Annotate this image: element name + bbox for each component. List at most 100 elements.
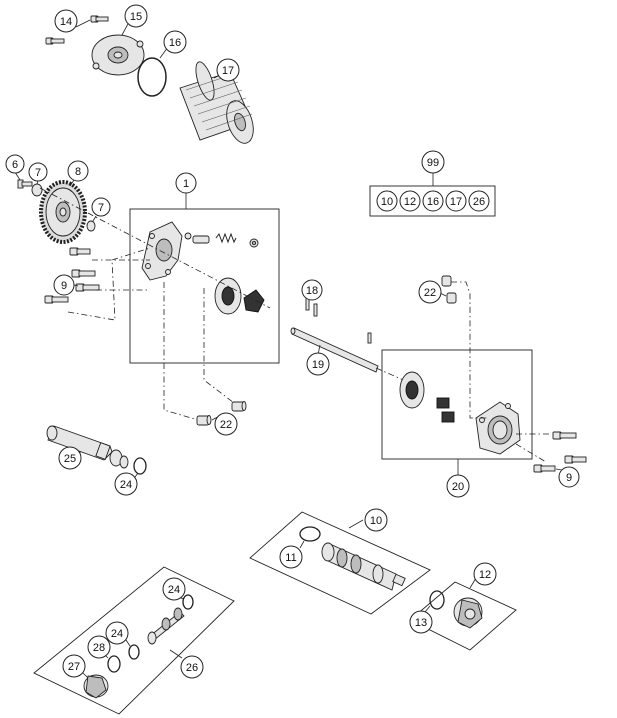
callout-9a: 9: [53, 274, 75, 296]
callout-24a: 24: [114, 472, 138, 496]
valve-25-group: [46, 425, 147, 478]
pin-18c: [367, 332, 372, 344]
svg-text:27: 27: [68, 661, 80, 673]
o-ring-16: [137, 57, 167, 97]
plate-26-group: [33, 566, 235, 715]
oil-filter-17: [179, 61, 254, 144]
svg-text:16: 16: [169, 37, 181, 49]
callout-24c: 24: [105, 621, 129, 645]
svg-text:10: 10: [381, 196, 393, 208]
svg-text:24: 24: [111, 628, 123, 640]
svg-text:7: 7: [98, 202, 104, 214]
filter-cover-15: [91, 34, 145, 76]
callout-9b: 9: [558, 466, 580, 488]
callout-99: 99: [421, 150, 445, 174]
oil-filter-group: [45, 15, 254, 144]
callout-24b: 24: [162, 577, 186, 601]
callout-17: 17: [216, 58, 240, 82]
bolts-9-left: [44, 247, 100, 304]
pump-housing-group: [39, 187, 280, 364]
svg-text:9: 9: [566, 472, 572, 484]
callout-6: 6: [5, 154, 25, 174]
svg-text:13: 13: [415, 617, 427, 629]
screw-6: [17, 179, 33, 189]
callout-8: 8: [67, 160, 89, 182]
svg-text:12: 12: [404, 196, 416, 208]
washer-7a: [31, 183, 43, 197]
svg-text:24: 24: [120, 479, 132, 491]
svg-text:11: 11: [285, 552, 296, 564]
plug-27: [83, 674, 109, 699]
kit-99-item-17: 17: [445, 190, 467, 212]
dowel-pins-22-lower: [163, 282, 247, 426]
svg-text:6: 6: [12, 159, 18, 171]
svg-text:8: 8: [75, 166, 81, 178]
frame-20: [381, 349, 533, 460]
svg-text:12: 12: [479, 569, 491, 581]
callout-16: 16: [163, 30, 187, 54]
o-ring-13: [429, 590, 445, 610]
plate-26-frame: [33, 566, 235, 715]
callout-22a: 22: [418, 280, 442, 304]
svg-text:10: 10: [370, 515, 382, 527]
o-ring-11: [299, 526, 321, 542]
bolt-14a: [90, 15, 109, 23]
svg-text:16: 16: [427, 196, 439, 208]
plate-10-frame: [249, 511, 431, 615]
pump-rotor: [214, 277, 265, 315]
pump-cover-group: [381, 275, 587, 476]
pump-shaft-19: [291, 327, 379, 373]
callout-25: 25: [58, 446, 82, 470]
pump-cover-part: [475, 401, 521, 455]
o-ring-24c: [128, 644, 140, 660]
svg-text:26: 26: [473, 196, 485, 208]
valve-cartridge-10: [321, 542, 406, 591]
callout-19: 19: [306, 352, 330, 376]
kit-99-item-16: 16: [422, 190, 444, 212]
kit-99-item-10: 10: [376, 190, 398, 212]
callout-10: 10: [364, 508, 388, 532]
kit-99-item-12: 12: [399, 190, 421, 212]
svg-text:17: 17: [450, 196, 462, 208]
valve-piston-26: [147, 607, 185, 645]
callout-18: 18: [301, 279, 323, 301]
callout-11: 11: [279, 545, 303, 569]
callout-7b: 7: [91, 197, 111, 217]
o-ring-28: [107, 655, 121, 673]
svg-text:1: 1: [183, 178, 189, 190]
svg-text:9: 9: [61, 280, 67, 292]
callouts: 1 6 7 7 8 9 9 10 11 12 13 14 15 16 17 18…: [5, 4, 580, 679]
callout-22b: 22: [214, 412, 238, 436]
callout-13: 13: [409, 610, 433, 634]
svg-text:22: 22: [220, 419, 232, 431]
svg-text:14: 14: [60, 16, 72, 28]
svg-text:20: 20: [452, 481, 464, 493]
bolt-14b: [45, 37, 65, 45]
svg-text:24: 24: [168, 584, 180, 596]
callout-14: 14: [54, 9, 78, 33]
oil-pump-gear-8: [39, 180, 87, 244]
svg-text:25: 25: [64, 453, 76, 465]
svg-text:18: 18: [306, 285, 318, 297]
plate-12-frame: [409, 581, 517, 651]
pin-18b: [313, 303, 318, 317]
callout-27: 27: [62, 654, 86, 678]
o-ring-24a: [133, 457, 147, 475]
plate-12-group: [409, 577, 517, 651]
callout-26: 26: [180, 655, 204, 679]
callout-28: 28: [87, 635, 111, 659]
callout-20: 20: [446, 474, 470, 498]
plug-12: [453, 597, 483, 629]
washer-7b: [86, 220, 96, 232]
svg-text:22: 22: [424, 287, 436, 299]
callout-7a: 7: [28, 162, 48, 182]
svg-text:99: 99: [427, 157, 439, 169]
callout-15: 15: [124, 4, 148, 28]
callout-1: 1: [175, 172, 197, 194]
svg-text:19: 19: [312, 359, 324, 371]
svg-text:17: 17: [222, 65, 234, 77]
svg-text:28: 28: [93, 642, 105, 654]
gear-assembly: [14, 171, 97, 244]
svg-text:15: 15: [130, 11, 142, 23]
plate-10-group: [249, 511, 431, 615]
